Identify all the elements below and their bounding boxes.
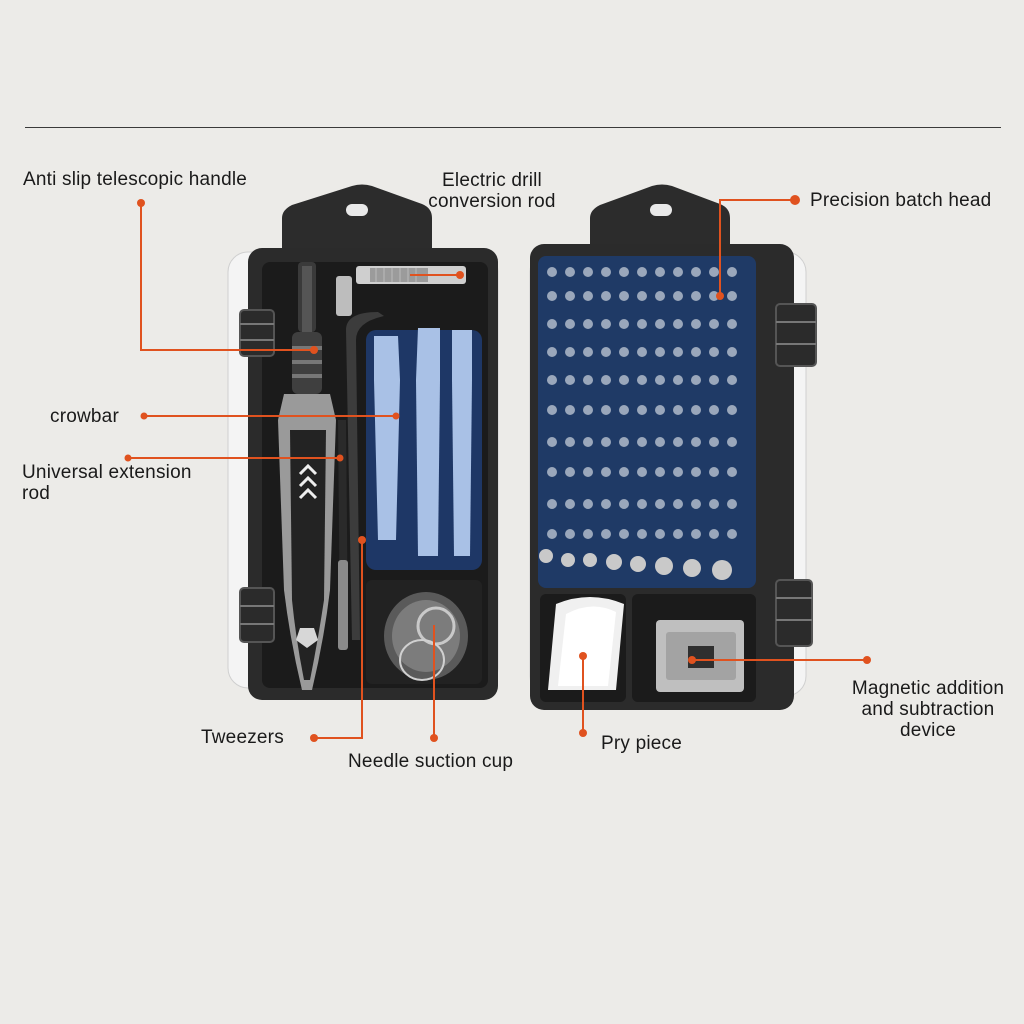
label-tweezers: Tweezers [201,727,284,748]
label-electric-drill-line1: Electric drill [442,170,542,191]
label-precision-batch-head: Precision batch head [810,190,992,211]
label-needle-suction-cup: Needle suction cup [348,751,514,772]
label-magnetic-line2: and subtraction [861,699,995,720]
label-magnetic-line1: Magnetic addition [851,678,1005,699]
label-universal-extension-line1: Universal extension [22,462,192,483]
label-magnetic-device: Magnetic addition and subtraction device [838,678,1018,741]
label-magnetic-line3: device [899,720,957,741]
label-electric-drill-line2: conversion rod [428,191,556,212]
label-universal-extension-line2: rod [22,483,51,504]
label-electric-drill-rod: Electric drill conversion rod [418,170,566,212]
label-crowbar: crowbar [50,406,119,427]
right-case [529,184,817,710]
label-anti-slip-handle: Anti slip telescopic handle [23,169,248,190]
label-pry-piece: Pry piece [601,733,683,754]
top-divider [25,127,1001,128]
left-case [227,184,499,700]
label-universal-extension-rod: Universal extension rod [22,462,192,504]
